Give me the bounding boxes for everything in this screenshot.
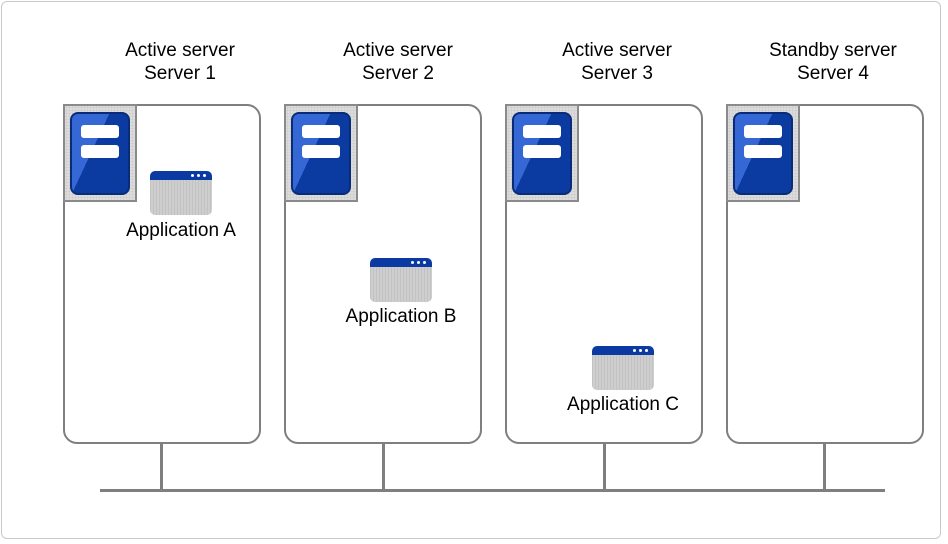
server-name-label: Server 2: [362, 63, 434, 84]
server-drive-bay: [523, 125, 561, 138]
server-role-label: Active server: [125, 40, 235, 61]
application-window-icon: [150, 171, 212, 215]
server-drive-bay: [744, 145, 782, 158]
server-tower-icon: [505, 104, 579, 202]
window-body: [592, 355, 654, 390]
server-3-box: [505, 104, 703, 444]
server-4-box: [726, 104, 924, 444]
application-label: Application A: [126, 220, 236, 241]
server-tower-body: [512, 112, 572, 195]
window-titlebar: [150, 171, 212, 180]
server-drive-bay: [81, 125, 119, 138]
server-drive-bay: [302, 125, 340, 138]
window-titlebar: [370, 258, 432, 267]
window-control-dot: [423, 261, 426, 264]
server-name-label: Server 3: [581, 63, 653, 84]
application-label: Application C: [567, 394, 679, 415]
network-bus-line: [100, 489, 885, 492]
server-tower-icon: [63, 104, 137, 202]
server-2-title: Active server Server 2: [308, 39, 488, 85]
server-1-title: Active server Server 1: [90, 39, 270, 85]
window-control-dot: [645, 349, 648, 352]
connector-line-server-1: [160, 442, 163, 491]
server-role-label: Active server: [343, 40, 453, 61]
server-drive-bay: [81, 145, 119, 158]
server-name-label: Server 1: [144, 63, 216, 84]
connector-line-server-2: [382, 442, 385, 491]
server-tower-body: [733, 112, 793, 195]
server-role-label: Active server: [562, 40, 672, 61]
server-name-label: Server 4: [797, 63, 869, 84]
application-window-icon: [592, 346, 654, 390]
server-role-label: Standby server: [769, 40, 897, 61]
window-body: [150, 180, 212, 215]
server-tower-body: [291, 112, 351, 195]
window-control-dot: [197, 174, 200, 177]
window-control-dot: [417, 261, 420, 264]
server-tower-body: [70, 112, 130, 195]
window-control-dot: [639, 349, 642, 352]
connector-line-server-3: [603, 442, 606, 491]
window-body: [370, 267, 432, 302]
application-label: Application B: [345, 306, 457, 327]
server-3-title: Active server Server 3: [527, 39, 707, 85]
server-tower-icon: [284, 104, 358, 202]
window-control-dot: [203, 174, 206, 177]
application-window-icon: [370, 258, 432, 302]
window-titlebar: [592, 346, 654, 355]
connector-line-server-4: [823, 442, 826, 491]
server-1-box: [63, 104, 261, 444]
window-control-dot: [633, 349, 636, 352]
server-drive-bay: [744, 125, 782, 138]
server-4-title: Standby server Server 4: [743, 39, 923, 85]
window-control-dot: [411, 261, 414, 264]
window-control-dot: [191, 174, 194, 177]
server-drive-bay: [302, 145, 340, 158]
server-tower-icon: [726, 104, 800, 202]
server-drive-bay: [523, 145, 561, 158]
